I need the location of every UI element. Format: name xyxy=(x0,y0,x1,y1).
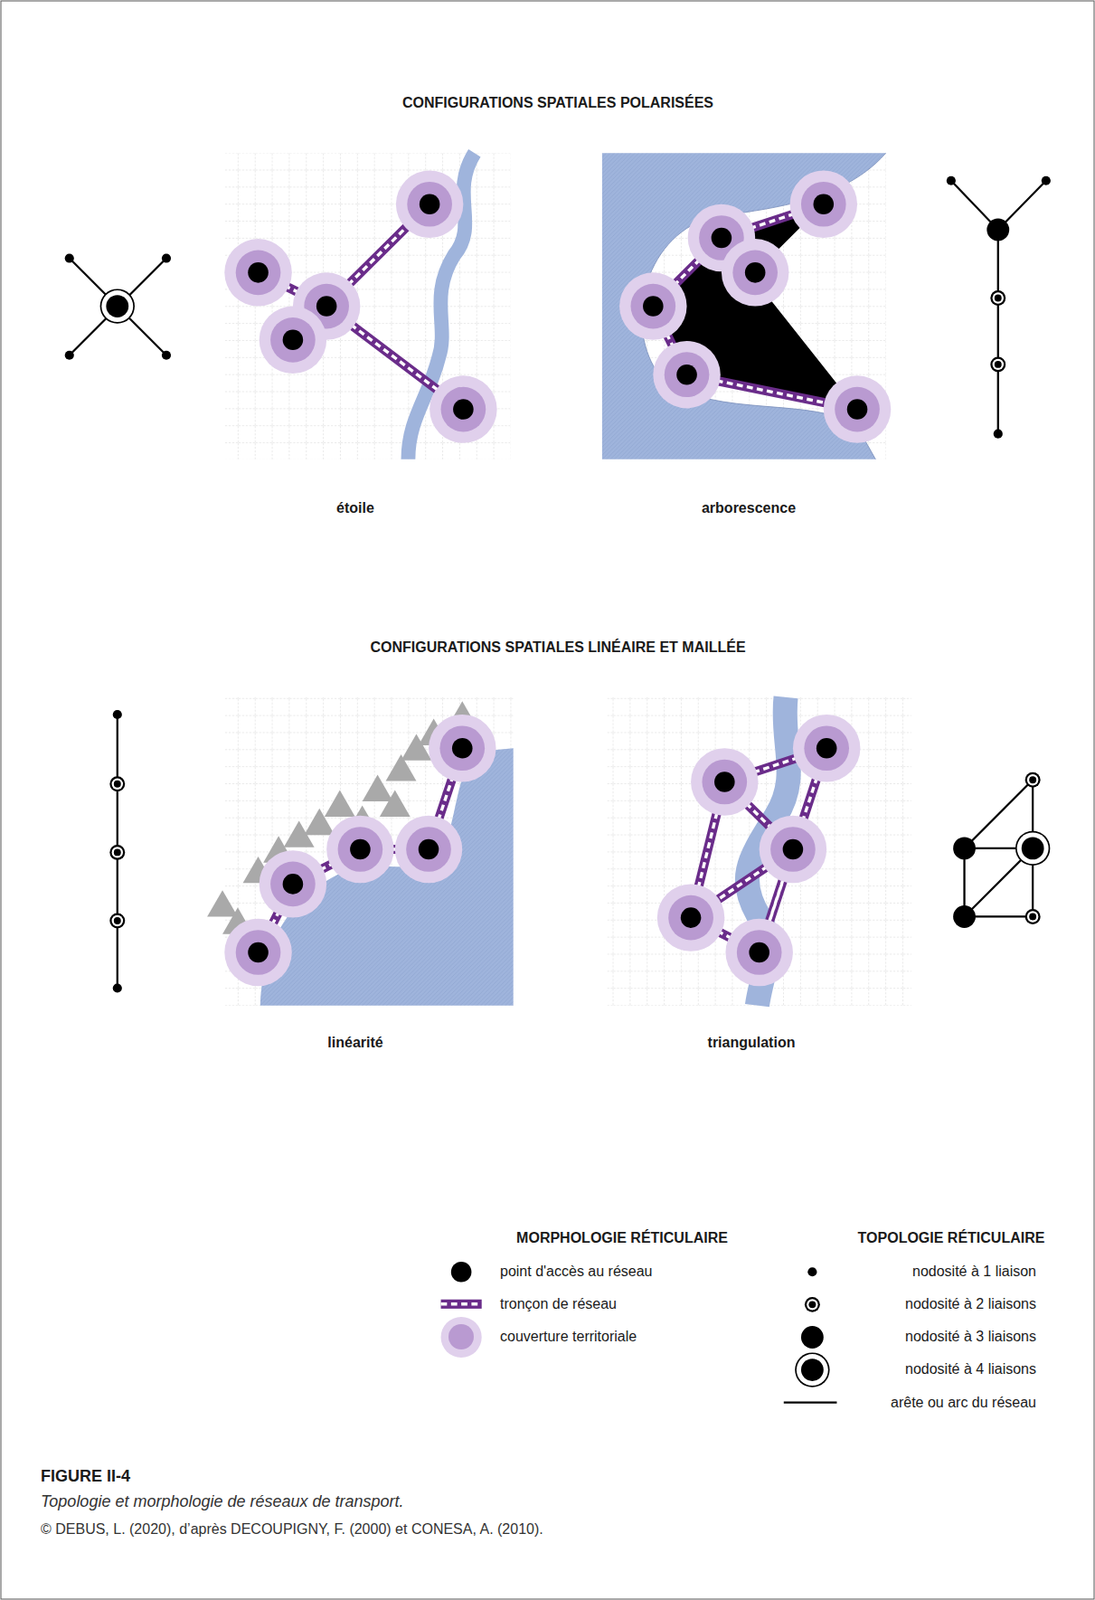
legend-text: tronçon de réseau xyxy=(500,1294,617,1313)
legend-text: couverture territoriale xyxy=(500,1327,637,1345)
legend-text: nodosité à 3 liaisons xyxy=(905,1327,1037,1345)
legend-heading: MORPHOLOGIE RÉTICULAIRE xyxy=(516,1228,728,1247)
config-name: triangulation xyxy=(707,1033,796,1051)
section-heading: CONFIGURATIONS SPATIALES POLARISÉES xyxy=(402,94,714,112)
config-name: étoile xyxy=(336,499,375,517)
config-name: linéarité xyxy=(327,1033,383,1051)
figure-caption: Topologie et morphologie de réseaux de t… xyxy=(40,1491,405,1512)
legend-text: nodosité à 2 liaisons xyxy=(905,1294,1037,1313)
config-name: arborescence xyxy=(701,499,796,517)
credit-line: © DEBUS, L. (2020), d’après DECOUPIGNY, … xyxy=(40,1519,544,1538)
legend-text: point d'accès au réseau xyxy=(500,1262,653,1280)
legend-text: nodosité à 4 liaisons xyxy=(905,1359,1037,1378)
section-heading: CONFIGURATIONS SPATIALES LINÉAIRE ET MAI… xyxy=(369,638,746,656)
figure-number: FIGURE II-4 xyxy=(40,1466,131,1487)
legend-heading: TOPOLOGIE RÉTICULAIRE xyxy=(858,1228,1046,1247)
legend-text: nodosité à 1 liaison xyxy=(912,1262,1037,1280)
legend-text: arête ou arc du réseau xyxy=(890,1393,1037,1411)
